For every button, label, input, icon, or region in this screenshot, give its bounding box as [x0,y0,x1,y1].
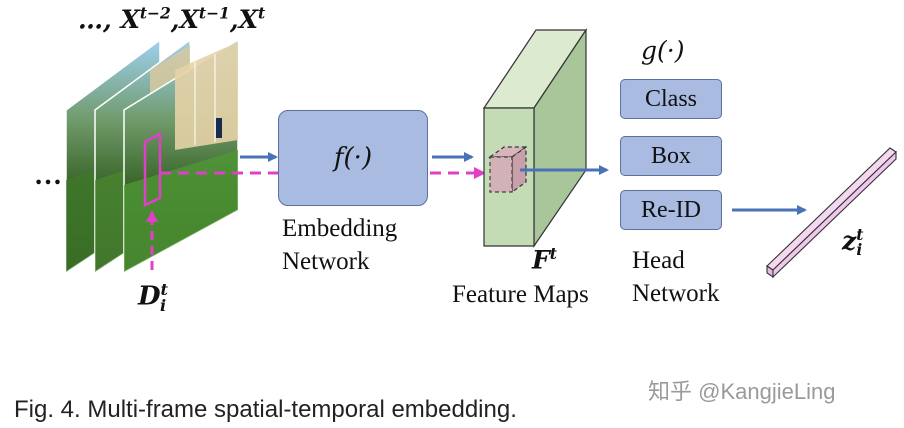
x-t: Xt [238,4,266,35]
output-embedding-bar [766,147,897,279]
x-t-minus-1: Xt−1 [179,4,230,35]
output-embedding-symbol: zti [842,225,864,260]
class-head-box: Class [620,79,722,119]
embedding-function: f(·) [333,143,373,173]
watermark: 知乎 @KangjieLing [648,379,836,404]
embedding-network-box: f(·) [278,110,428,206]
box-head-box: Box [620,136,722,176]
detection-box [143,131,162,207]
frames-ellipsis: … [34,160,62,191]
feature-map-symbol: Ft [532,244,557,275]
feature-maps-label: Feature Maps [452,281,589,308]
roi-feature-cube [488,145,528,194]
reid-head-box: Re-ID [620,190,722,230]
x-t-minus-2: Xt−2 [120,4,171,35]
detection-symbol: Dti [138,280,168,315]
feature-map-slab [482,28,588,248]
embedding-network-label: Embedding Network [282,215,398,275]
head-network-label: Head Network [632,247,720,307]
head-function: g(·) [641,36,685,65]
figure-caption: Fig. 4. Multi-frame spatial-temporal emb… [14,396,517,423]
sequence-prefix: …, [78,5,112,35]
input-sequence-label: …, Xt−2,Xt−1,Xt [78,4,266,35]
